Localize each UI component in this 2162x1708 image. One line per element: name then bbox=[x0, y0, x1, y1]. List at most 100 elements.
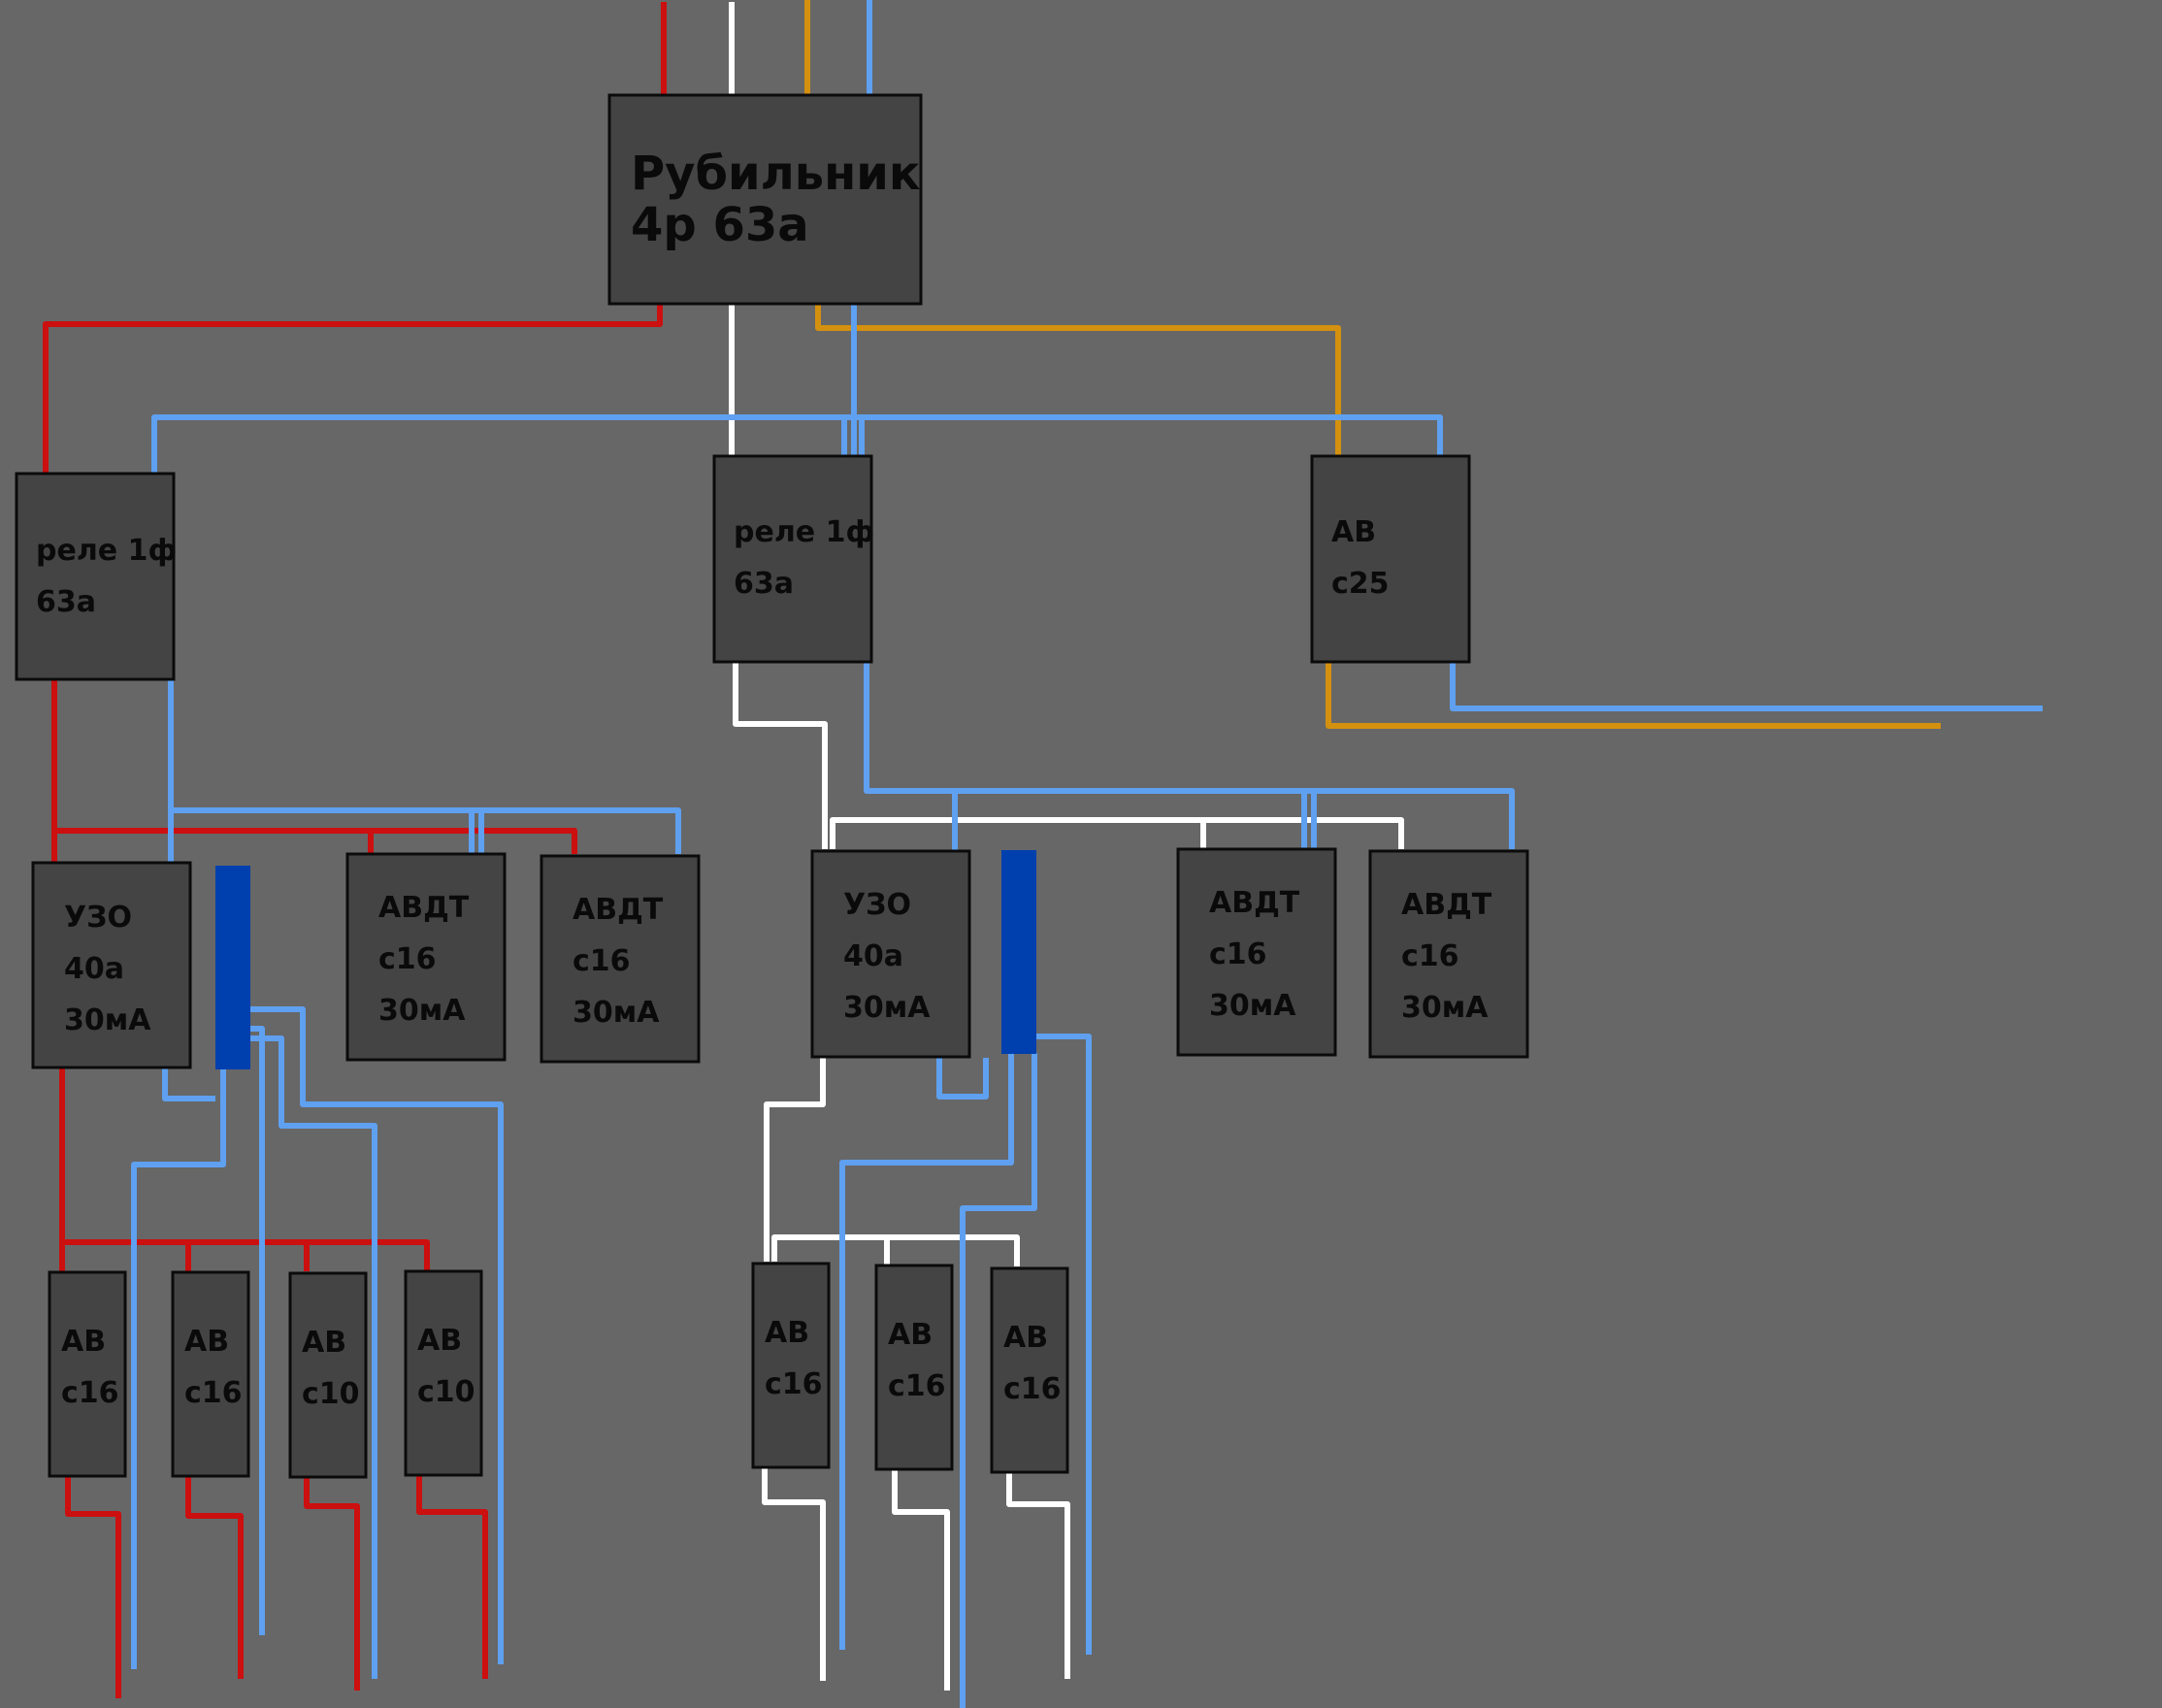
svg-text:реле 1ф: реле 1ф bbox=[734, 515, 874, 549]
mid-breaker-3: АВ с16 bbox=[990, 1266, 1069, 1474]
left-breaker-bus bbox=[62, 1239, 430, 1271]
mid-rcbo-1-label-1: АВДТ bbox=[1209, 886, 1300, 920]
svg-text:30мА: 30мА bbox=[843, 991, 931, 1025]
left-breaker-1-label-1: АВ bbox=[61, 1325, 106, 1359]
left-rcbo-2: АВДТ с16 30мА bbox=[540, 854, 701, 1064]
left-breaker-2-label-1: АВ bbox=[184, 1325, 229, 1359]
left-breaker-2-label-2: с16 bbox=[184, 1376, 243, 1410]
svg-text:АВДТ: АВДТ bbox=[1401, 888, 1492, 922]
left-breaker-3-label-2: с10 bbox=[302, 1377, 360, 1411]
left-n-out-3 bbox=[245, 1035, 377, 1679]
svg-text:30мА: 30мА bbox=[573, 996, 660, 1030]
left-rcd-n-out bbox=[162, 1068, 215, 1101]
svg-text:63а: 63а bbox=[36, 585, 96, 619]
left-breaker4-out bbox=[416, 1475, 488, 1679]
left-breaker-3-label-1: АВ bbox=[302, 1326, 346, 1360]
wires bbox=[43, 0, 2043, 1708]
mid-breaker-2-label-2: с16 bbox=[888, 1369, 946, 1403]
left-n-out-4 bbox=[245, 1006, 504, 1664]
left-rcd-label-3: 30мА bbox=[64, 1003, 151, 1037]
left-neutral-bar bbox=[215, 866, 250, 1069]
svg-text:реле 1ф: реле 1ф bbox=[36, 534, 177, 568]
main-switch-label-2: 4р 63а bbox=[631, 198, 809, 252]
mid-rcd-l-out bbox=[764, 1058, 826, 1262]
left-n-out-1 bbox=[131, 1068, 226, 1669]
mid-breaker-1-label-1: АВ bbox=[765, 1316, 809, 1350]
left-breaker2-out bbox=[185, 1475, 244, 1679]
breaker-c25-label-1: АВ bbox=[1331, 515, 1376, 549]
mid-n-out-2 bbox=[960, 1053, 1037, 1708]
main-switch-label-1: Рубильник bbox=[631, 147, 921, 201]
mid-breaker-1-label-2: с16 bbox=[765, 1367, 823, 1401]
breaker-c25-label-2: с25 bbox=[1331, 567, 1390, 601]
wire-l1-to-left-relay bbox=[43, 303, 663, 474]
svg-text:с16: с16 bbox=[1209, 937, 1267, 971]
svg-text:АВ: АВ bbox=[765, 1316, 809, 1350]
svg-text:АВ: АВ bbox=[61, 1325, 106, 1359]
svg-text:30мА: 30мА bbox=[378, 994, 466, 1028]
mid-breaker-2: АВ с16 bbox=[874, 1264, 954, 1471]
relay-mid: реле 1ф 63а bbox=[712, 454, 874, 664]
mid-breaker3-out bbox=[1006, 1471, 1070, 1679]
relay-left: реле 1ф 63а bbox=[15, 472, 177, 681]
svg-text:40а: 40а bbox=[64, 952, 124, 986]
svg-text:30мА: 30мА bbox=[1401, 991, 1489, 1025]
svg-text:АВ: АВ bbox=[302, 1326, 346, 1360]
svg-text:АВДТ: АВДТ bbox=[378, 891, 470, 925]
mid-breaker1-out bbox=[762, 1467, 826, 1681]
svg-text:с16: с16 bbox=[378, 942, 437, 976]
mid-neutral-bar bbox=[1001, 850, 1036, 1054]
left-l1-bus bbox=[54, 828, 577, 854]
mid-rcbo-2: АВДТ с16 30мА bbox=[1368, 849, 1529, 1059]
c25-out-n bbox=[1450, 663, 2043, 711]
left-rcbo-1: АВДТ с16 30мА bbox=[345, 852, 507, 1062]
left-breaker-1-label-2: с16 bbox=[61, 1376, 119, 1410]
left-breaker3-out bbox=[304, 1477, 360, 1691]
mid-l2-from-relay bbox=[733, 663, 828, 849]
svg-text:УЗО: УЗО bbox=[64, 901, 132, 935]
mid-breaker-bus bbox=[771, 1234, 1020, 1266]
left-rcd-label-2: 40а bbox=[64, 952, 124, 986]
left-breaker-3: АВ с10 bbox=[288, 1271, 368, 1479]
main-switch: Рубильник 4р 63а bbox=[607, 93, 923, 306]
c25-out-l3 bbox=[1326, 663, 1941, 729]
relay-mid-label-2: 63а bbox=[734, 567, 794, 601]
mid-rcbo-2-label-3: 30мА bbox=[1401, 991, 1489, 1025]
mid-rcbo-1-label-3: 30мА bbox=[1209, 989, 1296, 1023]
mid-breaker2-out bbox=[892, 1467, 950, 1691]
relay-left-label-2: 63а bbox=[36, 585, 96, 619]
svg-text:УЗО: УЗО bbox=[843, 888, 911, 922]
left-rcbo-1-label-2: с16 bbox=[378, 942, 437, 976]
mid-breaker-3-label-1: АВ bbox=[1003, 1321, 1048, 1355]
mid-n-out-1 bbox=[839, 1053, 1014, 1650]
svg-text:АВ: АВ bbox=[1331, 515, 1376, 549]
svg-text:30мА: 30мА bbox=[1209, 989, 1296, 1023]
left-breaker-4-label-2: с10 bbox=[417, 1375, 475, 1409]
left-rcbo-2-label-1: АВДТ bbox=[573, 893, 664, 927]
svg-text:с16: с16 bbox=[1003, 1372, 1062, 1406]
mid-rcbo-1: АВДТ с16 30мА bbox=[1176, 847, 1337, 1057]
left-breaker1-out bbox=[65, 1475, 121, 1698]
left-rcd: УЗО 40а 30мА bbox=[31, 861, 192, 1069]
mid-rcd-n-out bbox=[936, 1058, 989, 1100]
breaker-c25: АВ с25 bbox=[1310, 454, 1471, 664]
svg-text:АВ: АВ bbox=[184, 1325, 229, 1359]
svg-text:АВДТ: АВДТ bbox=[1209, 886, 1300, 920]
svg-text:с16: с16 bbox=[184, 1376, 243, 1410]
left-breaker-4-label-1: АВ bbox=[417, 1324, 462, 1358]
svg-text:с16: с16 bbox=[1401, 939, 1459, 973]
svg-text:40а: 40а bbox=[843, 939, 903, 973]
svg-text:АВ: АВ bbox=[888, 1318, 933, 1352]
mid-rcd-label-3: 30мА bbox=[843, 991, 931, 1025]
svg-text:с16: с16 bbox=[573, 944, 631, 978]
svg-text:4р 63а: 4р 63а bbox=[631, 198, 809, 252]
left-rcbo-2-label-3: 30мА bbox=[573, 996, 660, 1030]
mid-n-out-3 bbox=[1034, 1034, 1092, 1655]
mid-rcd-label-2: 40а bbox=[843, 939, 903, 973]
neutral-top-bus bbox=[151, 414, 1443, 474]
wire-l3-to-c25 bbox=[815, 303, 1341, 456]
mid-breaker-2-label-1: АВ bbox=[888, 1318, 933, 1352]
svg-text:АВДТ: АВДТ bbox=[573, 893, 664, 927]
svg-text:63а: 63а bbox=[734, 567, 794, 601]
